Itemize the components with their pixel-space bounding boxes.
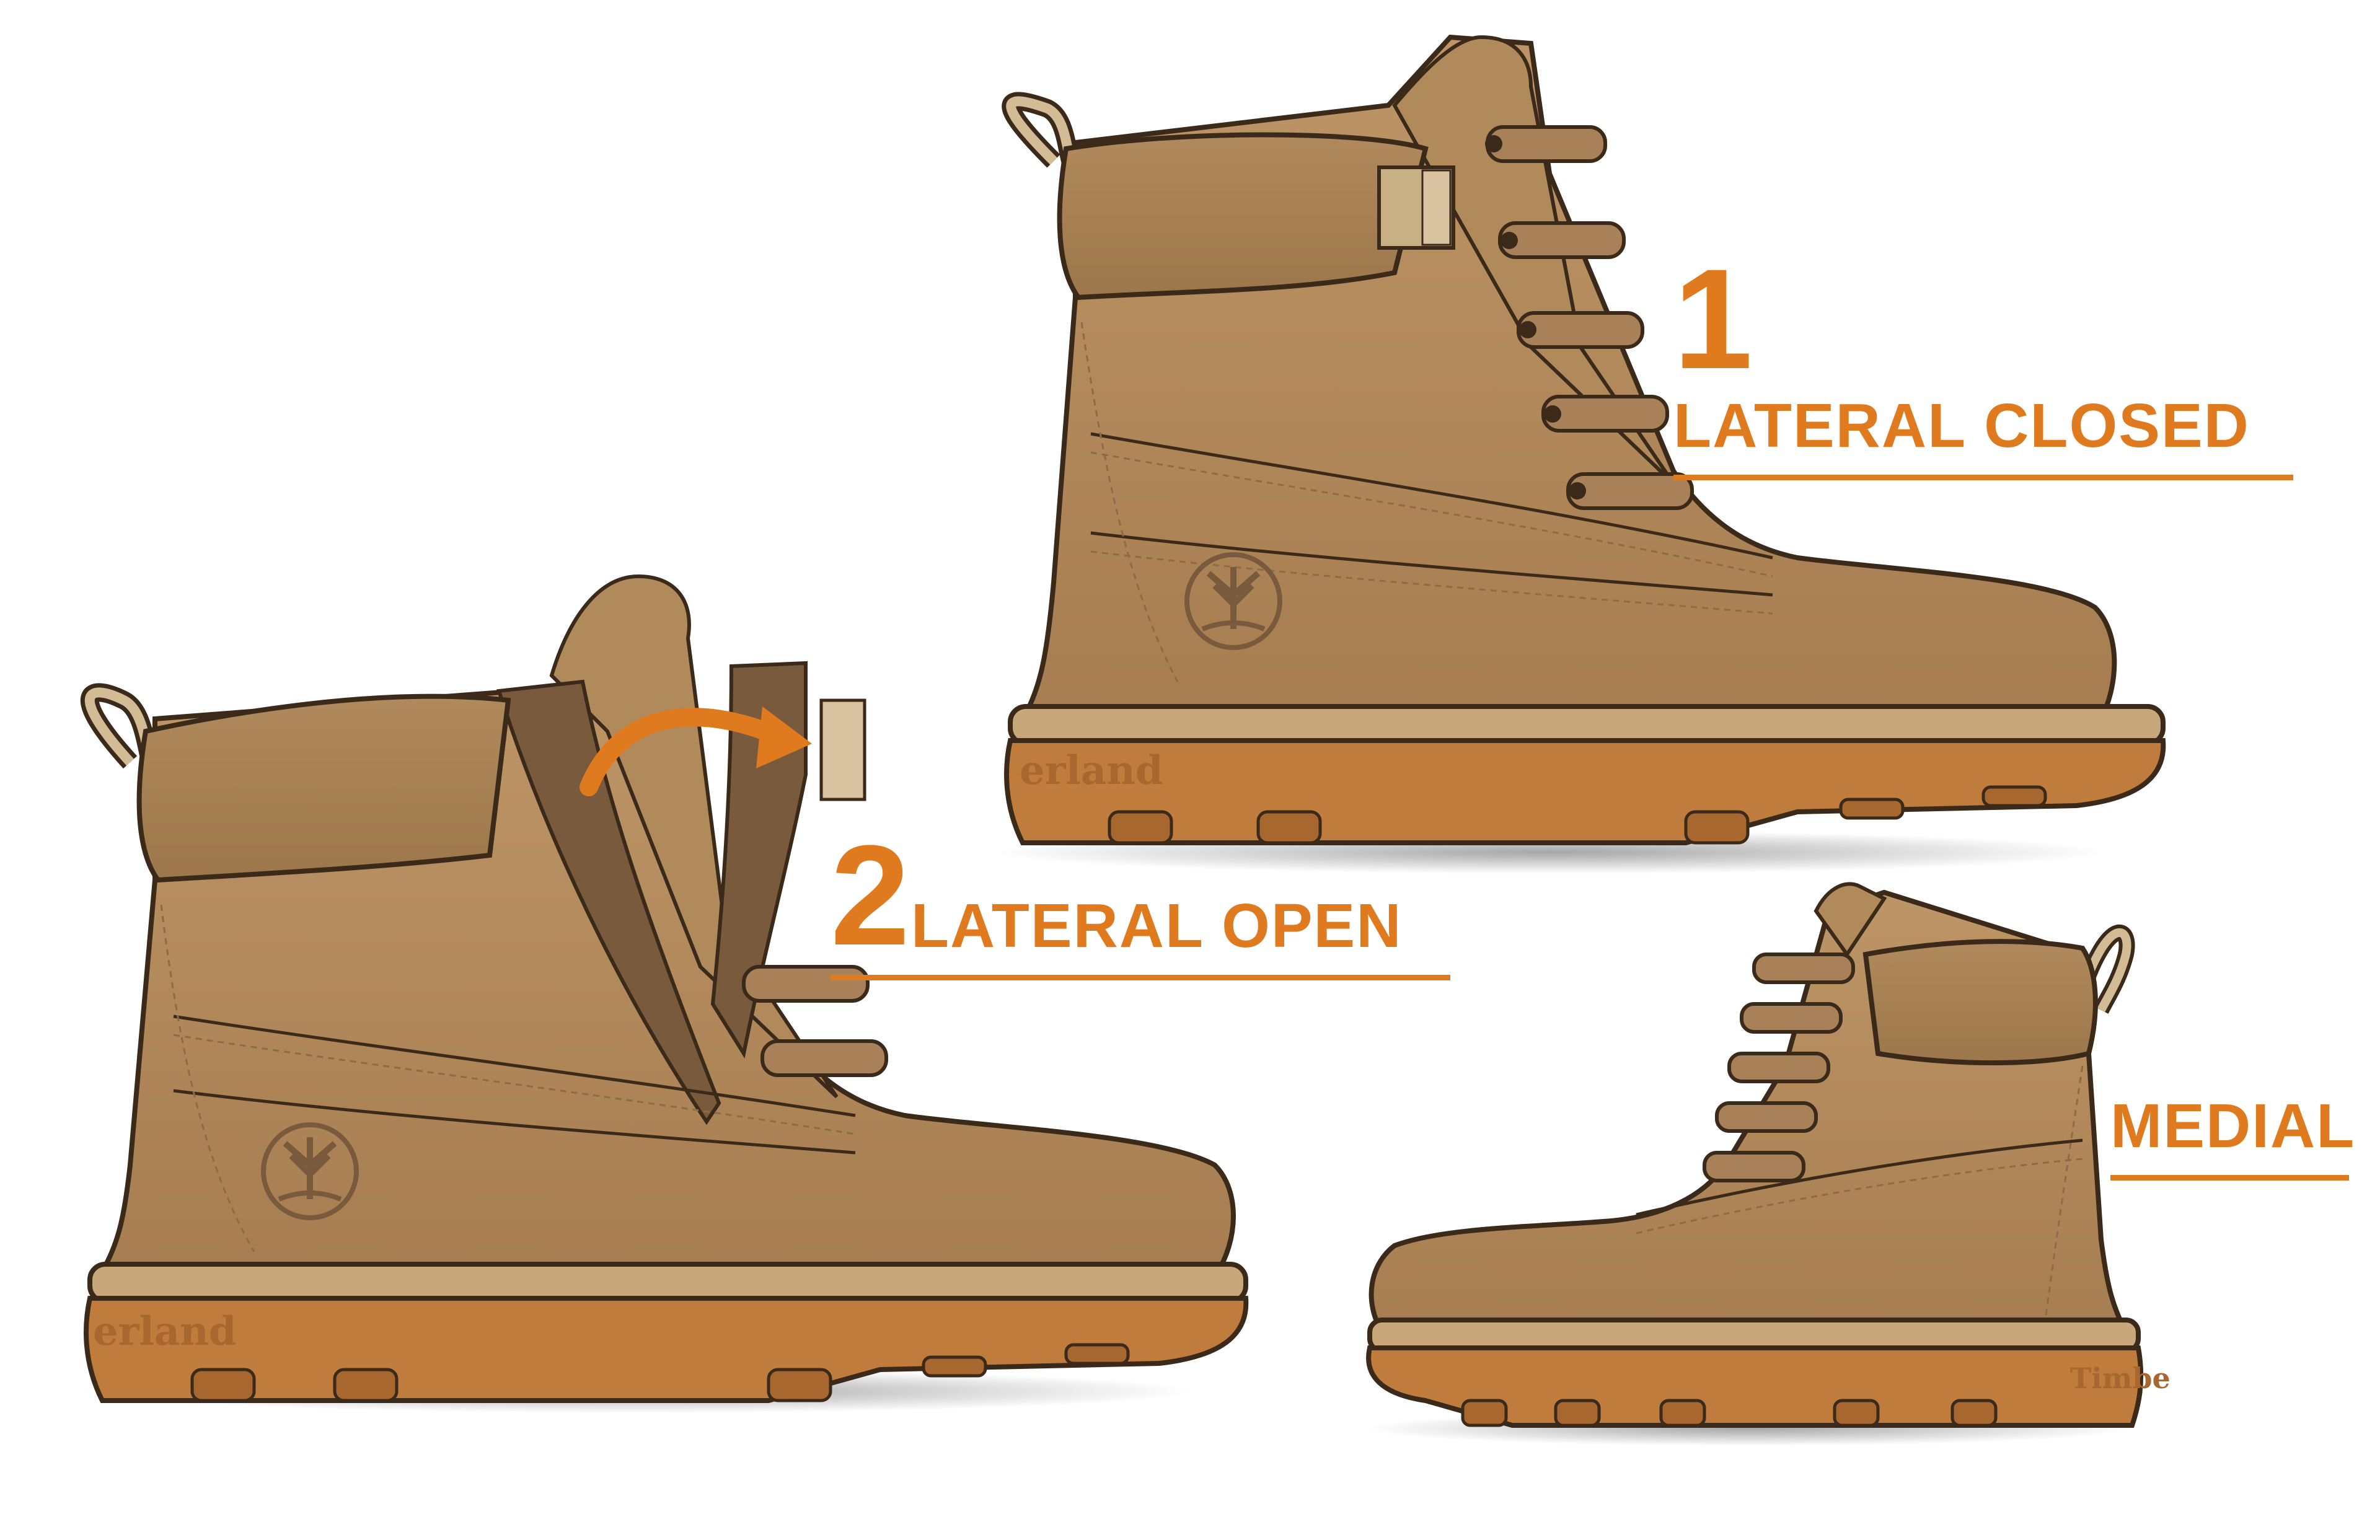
arrow-curve-icon xyxy=(580,708,790,796)
tree-logo-icon xyxy=(261,1122,359,1220)
view-title-lateral-closed: LATERAL CLOSED xyxy=(1673,391,2250,460)
view-number-2: 2 xyxy=(831,816,911,975)
boot-lateral-open: erland xyxy=(81,574,1249,1413)
padded-collar xyxy=(1057,132,1429,301)
suede-gusset-right xyxy=(710,661,808,1058)
tongue xyxy=(1392,35,1675,485)
padded-collar xyxy=(136,693,511,883)
boot-medial: Timbe xyxy=(1364,882,2171,1446)
label-underline xyxy=(831,975,1450,980)
view-title-lateral-open: LATERAL OPEN xyxy=(910,891,1403,961)
sole-brand-text: erland xyxy=(93,1308,237,1355)
boot-lateral-closed: erland xyxy=(992,34,2166,874)
sole-brand-text: Timbe xyxy=(2070,1362,2171,1395)
vamp-seam xyxy=(1090,432,1773,560)
tongue xyxy=(549,574,839,1099)
label-lateral-closed: 1LATERAL CLOSED xyxy=(1673,239,2293,480)
label-underline xyxy=(2110,1175,2349,1181)
tree-logo-icon xyxy=(1184,552,1282,650)
sole-brand-text: erland xyxy=(1020,747,1163,794)
label-medial: MEDIAL xyxy=(2110,1091,2354,1181)
view-title-medial: MEDIAL xyxy=(2110,1091,2356,1161)
padded-collar xyxy=(1862,939,2098,1065)
velcro-tab xyxy=(819,698,866,801)
view-number-1: 1 xyxy=(1673,239,1754,398)
tongue xyxy=(1814,882,1887,958)
label-lateral-open: 2LATERAL OPEN xyxy=(831,816,1450,980)
label-underline xyxy=(1673,475,2293,480)
laces xyxy=(1486,125,1694,510)
suede-gusset xyxy=(496,679,721,1125)
laces xyxy=(1703,953,1855,1182)
